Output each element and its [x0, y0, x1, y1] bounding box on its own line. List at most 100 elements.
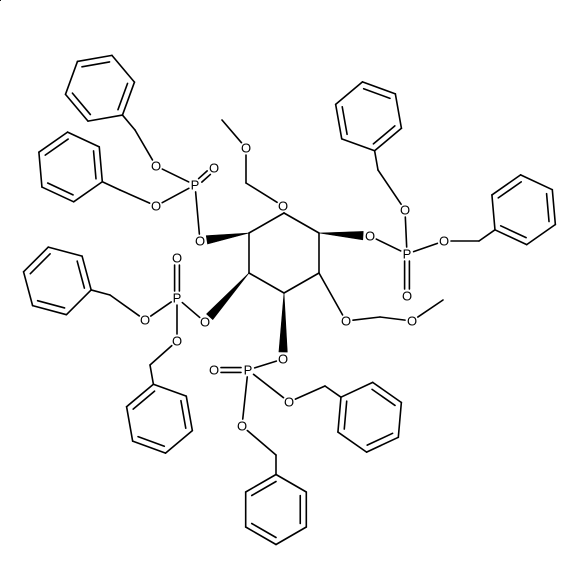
bond-layer	[0, 0, 557, 546]
phenyl-ring-7-bond	[340, 381, 374, 398]
phenyl-ring-4-inner-bond	[545, 192, 550, 223]
bond	[377, 169, 402, 205]
wedge-bond	[318, 231, 364, 241]
phosphorus-atom-label-2: P	[403, 247, 412, 262]
oxygen-atom-label-14: O	[237, 419, 247, 434]
bond	[294, 385, 326, 400]
oxygen-atom-label-18: O	[172, 251, 182, 266]
phenyl-ring-5-bond	[47, 246, 83, 257]
phenyl-ring-7-inner-bond	[366, 432, 394, 446]
phenyl-ring-2-bond	[38, 131, 69, 153]
bond	[181, 301, 201, 319]
bond	[109, 294, 141, 317]
phenyl-ring-3-bond	[361, 81, 397, 95]
bond	[412, 242, 439, 253]
oxygen-atom-label-10: O	[400, 203, 410, 218]
wedge-bond	[205, 232, 250, 245]
phenyl-ring-3-inner-bond	[372, 125, 396, 145]
phenyl-ring-5-bond	[22, 246, 50, 273]
phenyl-ring-1-bond	[111, 54, 136, 83]
phenyl-ring-3-bond	[334, 81, 364, 106]
wedge-bond	[206, 272, 250, 320]
phenyl-ring-6-inner-bond	[137, 435, 166, 448]
phenyl-ring-5-bond	[65, 289, 92, 316]
phenyl-ring-7-bond	[337, 431, 368, 453]
phenyl-ring-3-bond	[394, 93, 403, 130]
bond	[241, 376, 249, 420]
phenyl-ring-1-bond	[64, 93, 89, 122]
phenyl-ring-1-inner-bond	[71, 92, 92, 116]
phenyl-ring-2-bond	[66, 131, 101, 148]
bond	[161, 168, 190, 183]
wedge-bond	[278, 292, 288, 353]
wedge-bond-layer	[205, 231, 364, 353]
oxygen-atom-label-6: O	[200, 315, 210, 330]
bond	[404, 216, 408, 248]
oxygen-atom-label-19: O	[241, 141, 251, 156]
phenyl-ring-1-bond	[87, 114, 124, 122]
benzyl-bond	[324, 385, 342, 398]
oxygen-atom-label-13: O	[284, 395, 294, 410]
phenyl-ring-8-inner-bond	[250, 480, 277, 497]
ring-bond	[283, 212, 320, 234]
bond	[352, 316, 381, 321]
phenyl-ring-1-inner-bond	[117, 82, 129, 111]
phenyl-ring-8-bond	[244, 526, 277, 546]
phenyl-ring-1-bond	[64, 60, 79, 96]
phenyl-ring-6-bond	[125, 405, 134, 442]
oxygen-atom-label-17: O	[172, 334, 182, 349]
phenyl-ring-7-bond	[365, 436, 400, 453]
bond	[318, 272, 344, 316]
phenyl-ring-7-bond	[397, 401, 403, 439]
phosphorus-atom-label-3: P	[244, 363, 253, 378]
phenyl-ring-2-inner-bond	[92, 150, 97, 180]
bond	[245, 182, 278, 204]
bond	[134, 129, 154, 161]
oxygen-atom-label-12: O	[402, 289, 412, 304]
phenyl-ring-4-bond	[491, 174, 522, 196]
oxygen-atom-label-11: O	[439, 234, 449, 249]
oxygen-atom-label-16: O	[140, 313, 150, 328]
oxygen-atom-label-7: O	[151, 159, 161, 174]
benzyl-bond	[121, 114, 136, 131]
benzyl-bond	[90, 289, 111, 296]
bond	[149, 344, 173, 366]
benzyl-bond	[478, 229, 496, 242]
benzyl-bond	[373, 149, 379, 171]
phenyl-ring-8-bond	[275, 473, 308, 493]
phenyl-ring-2-bond	[72, 180, 104, 203]
phenyl-ring-5-inner-bond	[36, 299, 66, 309]
oxygen-atom-label-9: O	[209, 161, 219, 176]
oxygen-atom-label-3: O	[365, 229, 375, 244]
phenyl-ring-4-bond	[551, 188, 557, 226]
phenyl-ring-3-inner-bond	[341, 105, 348, 136]
phenyl-ring-5-inner-bond	[29, 253, 51, 275]
phenyl-ring-4-bond	[491, 194, 496, 231]
bond	[375, 238, 402, 252]
bond	[246, 429, 277, 456]
phenyl-ring-6-bond	[185, 395, 194, 432]
oxygen-atom-label-8: O	[151, 199, 161, 214]
phenyl-ring-3-bond	[334, 103, 343, 140]
phenyl-ring-7-inner-bond	[343, 400, 348, 430]
oxygen-atom-label-2: O	[278, 199, 288, 214]
bond	[416, 299, 444, 318]
phenyl-ring-4-inner-bond	[497, 181, 523, 199]
phenyl-ring-2-inner-bond	[46, 182, 74, 196]
phenyl-ring-1-bond	[76, 54, 113, 63]
phenyl-ring-4-bond	[525, 223, 557, 246]
phenyl-ring-7-bond	[371, 381, 403, 404]
phenyl-ring-4-bond	[494, 229, 528, 246]
phenyl-ring-2-bond	[38, 151, 43, 188]
oxygen-atom-label-20: O	[407, 314, 417, 329]
phosphorus-atom-label-1: P	[191, 178, 200, 193]
bond	[119, 189, 151, 204]
oxygen-atom-label-15: O	[209, 363, 219, 378]
phenyl-ring-2-bond	[98, 146, 104, 183]
phenyl-ring-4-bond	[519, 174, 554, 191]
phenyl-ring-6-bond	[164, 429, 194, 454]
ring-bond	[248, 212, 285, 234]
phenyl-ring-6-inner-bond	[180, 399, 187, 430]
